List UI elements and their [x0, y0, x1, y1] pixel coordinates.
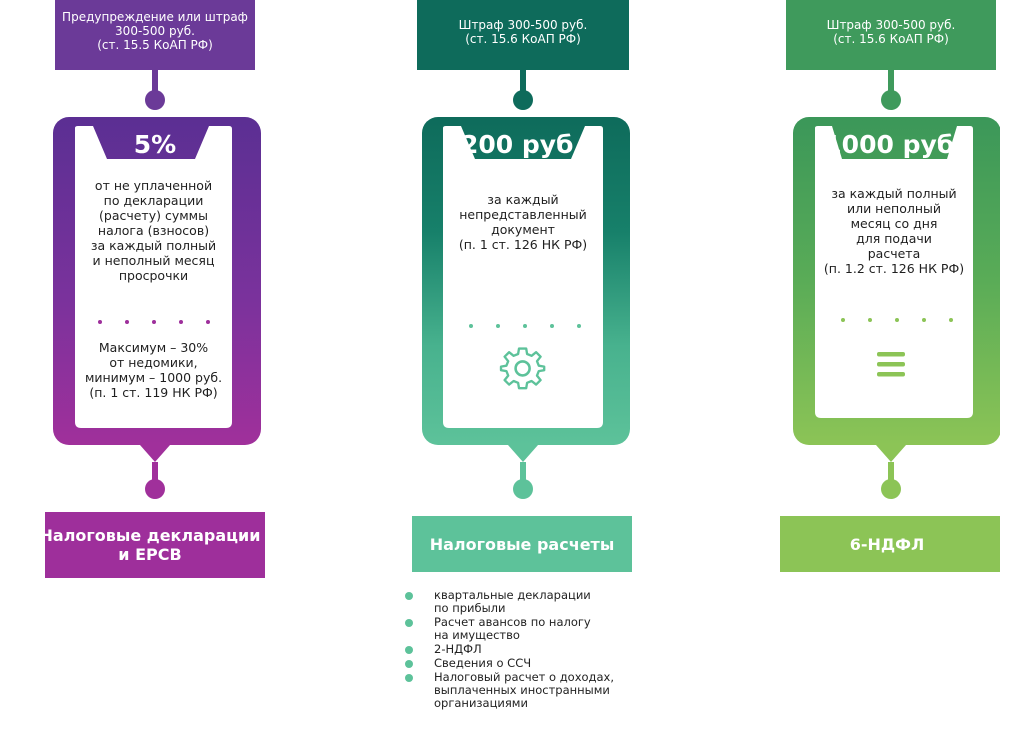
menu-lines-icon	[877, 352, 905, 377]
calculations-connector-node-top	[513, 90, 533, 110]
list-item: Расчет авансов по налогу на имущество	[404, 616, 664, 642]
declarations-connector-bottom	[152, 462, 158, 484]
declarations-top-label: Предупреждение или штраф 300-500 руб. (с…	[62, 10, 248, 52]
list-item: 2-НДФЛ	[404, 643, 664, 656]
calculations-card-pointer	[508, 445, 538, 462]
list-item: Налоговый расчет о доходах, выплаченных …	[404, 671, 664, 710]
ndfl6-bottom-label: 6-НДФЛ	[849, 534, 925, 554]
dot	[152, 320, 156, 324]
column-declarations: Предупреждение или штраф 300-500 руб. (с…	[40, 0, 265, 745]
bullet-dot-icon	[405, 660, 413, 668]
calculations-connector-top	[520, 70, 526, 92]
ndfl6-description: за каждый полный или неполный месяц со д…	[823, 186, 965, 276]
calculations-graphic	[412, 0, 632, 572]
ndfl6-connector-node-top	[881, 90, 901, 110]
bullet-dot-icon	[405, 646, 413, 654]
ndfl6-top-label: Штраф 300-500 руб. (ст. 15.6 КоАП РФ)	[826, 18, 956, 46]
calculations-notes-list: квартальные декларации по прибыли Расчет…	[404, 589, 664, 711]
calculations-headline: 200 руб.	[460, 130, 584, 159]
dot	[841, 318, 845, 322]
column-ndfl6: Штраф 300-500 руб. (ст. 15.6 КоАП РФ) 10…	[780, 0, 1000, 745]
ndfl6-connector-bottom	[888, 462, 894, 484]
calculations-inner-panel	[443, 126, 603, 428]
ndfl6-top-box	[786, 0, 996, 70]
declarations-graphic	[45, 0, 265, 578]
bullet-dot-icon	[405, 619, 413, 627]
declarations-connector-node-bottom	[145, 479, 165, 499]
calculations-connector-bottom	[520, 462, 526, 484]
calculations-bottom-box	[412, 516, 632, 572]
list-item-text: Расчет авансов по налогу на имущество	[434, 615, 591, 642]
declarations-connector-node-top	[145, 90, 165, 110]
list-item-text: 2-НДФЛ	[434, 642, 482, 656]
bullet-dot-icon	[405, 674, 413, 682]
declarations-card-pointer	[140, 445, 170, 462]
declarations-connector-top	[152, 70, 158, 92]
ndfl6-card-pointer	[876, 445, 906, 462]
list-item-text: Налоговый расчет о доходах, выплаченных …	[434, 670, 615, 710]
declarations-top-box	[55, 0, 255, 70]
bullet-dot-icon	[405, 592, 413, 600]
ndfl6-bottom-box	[780, 516, 1000, 572]
declarations-bottom-label: Налоговые декларации и ЕРСВ	[39, 526, 261, 564]
dot	[868, 318, 872, 322]
dot	[550, 324, 554, 328]
dot	[895, 318, 899, 322]
dot	[469, 324, 473, 328]
declarations-bottom-box	[45, 512, 265, 578]
calculations-dots	[469, 324, 581, 328]
calculations-top-box	[417, 0, 629, 70]
ndfl6-graphic	[780, 0, 1000, 572]
ndfl6-connector-top	[888, 70, 894, 92]
list-item-text: квартальные декларации по прибыли	[434, 588, 591, 615]
dot	[206, 320, 210, 324]
calculations-top-label: Штраф 300-500 руб. (ст. 15.6 КоАП РФ)	[458, 18, 588, 46]
declarations-inner-panel	[75, 126, 232, 428]
dot	[496, 324, 500, 328]
ndfl6-connector-node-bottom	[881, 479, 901, 499]
dot	[523, 324, 527, 328]
dot	[577, 324, 581, 328]
ndfl6-dots	[841, 318, 953, 322]
declarations-headline: 5%	[133, 130, 177, 159]
list-item: квартальные декларации по прибыли	[404, 589, 664, 615]
dot	[922, 318, 926, 322]
dot	[179, 320, 183, 324]
declarations-limits: Максимум – 30% от недомики, минимум – 10…	[84, 340, 223, 400]
calculations-bottom-label: Налоговые расчеты	[429, 534, 615, 554]
dot	[125, 320, 129, 324]
list-item: Сведения о ССЧ	[404, 657, 664, 670]
dot	[98, 320, 102, 324]
calculations-description: за каждый непредставленный документ (п. …	[458, 192, 588, 252]
calculations-connector-node-bottom	[513, 479, 533, 499]
declarations-dots	[98, 320, 210, 324]
declarations-description: от не уплаченной по декларации (расчету)…	[90, 178, 217, 283]
column-calculations: Штраф 300-500 руб. (ст. 15.6 КоАП РФ) 20…	[412, 0, 632, 745]
ndfl6-inner-panel	[815, 126, 973, 418]
gear-icon	[499, 347, 546, 390]
dot	[949, 318, 953, 322]
list-item-text: Сведения о ССЧ	[434, 656, 532, 670]
ndfl6-headline: 1000 руб.	[824, 130, 964, 159]
